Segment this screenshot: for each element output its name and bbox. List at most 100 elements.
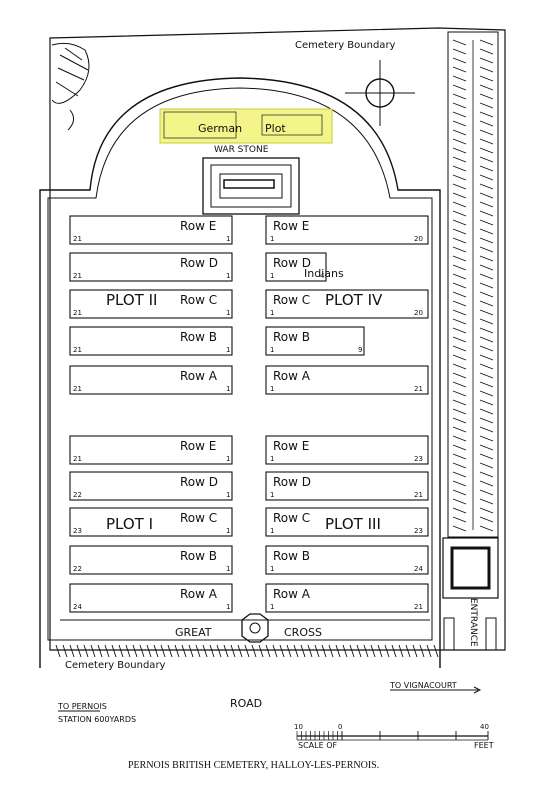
scale-of-label: SCALE OF: [298, 741, 337, 750]
arched-wall: [39, 77, 441, 668]
plot-iii-label: PLOT III: [325, 515, 381, 533]
compass-icon: [345, 60, 415, 126]
row-end-number: 1: [226, 603, 230, 611]
grave-row-outline: [265, 215, 429, 245]
row-start-number: 1: [270, 491, 274, 499]
row-start-number: 23: [73, 527, 82, 535]
grave-row-outline: [265, 252, 327, 282]
war-stone: [202, 157, 300, 215]
to-vignacourt-label: TO VIGNACOURT: [389, 681, 457, 690]
grave-row: Row E 21 1: [69, 435, 233, 465]
grave-row-outline: [265, 507, 429, 537]
row-start-number: 21: [73, 346, 82, 354]
scale-right-number: 40: [480, 723, 489, 731]
row-label: Row D: [180, 475, 218, 489]
grave-row-outline: [69, 545, 233, 575]
row-label: Row A: [273, 587, 311, 601]
row-label: Row B: [180, 549, 217, 563]
row-end-number: 21: [414, 491, 423, 499]
row-end-number: 1: [226, 272, 230, 280]
grave-row-outline: [69, 471, 233, 501]
war-stone-label: WAR STONE: [214, 145, 269, 155]
row-end-number: 21: [414, 385, 423, 393]
row-start-number: 1: [270, 527, 274, 535]
grave-row-outline: [265, 365, 429, 395]
plot-iv-label: PLOT IV: [325, 291, 383, 309]
row-end-number: 21: [414, 603, 423, 611]
row-label: Row C: [273, 293, 310, 307]
grave-row-outline: [69, 289, 233, 319]
to-pernois-label: TO PERNOIS: [57, 702, 107, 711]
row-start-number: 1: [270, 272, 274, 280]
scale-zero-number: 0: [338, 723, 342, 731]
row-label: Row C: [180, 511, 217, 525]
row-start-number: 21: [73, 309, 82, 317]
row-label: Row C: [180, 293, 217, 307]
german-plot-left: [163, 111, 237, 139]
row-label: Row E: [180, 219, 216, 233]
grave-row-outline: [69, 215, 233, 245]
row-label: Row B: [180, 330, 217, 344]
row-label: Row C: [273, 511, 310, 525]
grave-row-outline: [265, 583, 429, 613]
grave-row: Row E 1 23: [265, 435, 429, 465]
grave-row-outline: [265, 545, 429, 575]
row-start-number: 21: [73, 455, 82, 463]
station-label: STATION 600YARDS: [58, 715, 136, 724]
row-start-number: 21: [73, 385, 82, 393]
row-end-number: 1: [226, 455, 230, 463]
row-label: Row A: [180, 369, 218, 383]
grave-row: Row D 21 1: [69, 252, 233, 282]
row-start-number: 1: [270, 346, 274, 354]
grave-row-outline: [69, 435, 233, 465]
row-start-number: 21: [73, 272, 82, 280]
entrance-gatehouse: [442, 537, 499, 651]
grave-row-outline: [265, 289, 429, 319]
cemetery-boundary-top: Cemetery Boundary: [295, 40, 396, 51]
row-start-number: 1: [270, 235, 274, 243]
plot-ii-label: PLOT II: [106, 291, 157, 309]
hedge-trees: [51, 42, 90, 131]
great-label: GREAT: [175, 626, 212, 639]
row-end-number: 1: [226, 491, 230, 499]
grave-row-outline: [69, 252, 233, 282]
row-label: Row D: [273, 475, 311, 489]
grave-row-outline: [265, 435, 429, 465]
row-start-number: 1: [270, 309, 274, 317]
row-end-number: 1: [226, 346, 230, 354]
row-label: Row E: [273, 439, 309, 453]
row-end-number: 23: [414, 455, 423, 463]
row-end-number: 1: [226, 385, 230, 393]
grave-row-outline: [69, 507, 233, 537]
feet-label: FEET: [474, 741, 494, 750]
scale-bar: [296, 731, 489, 741]
grave-row-outline: [265, 326, 365, 356]
row-label: Row E: [180, 439, 216, 453]
row-label: Row D: [180, 256, 218, 270]
grave-row-outline: [69, 583, 233, 613]
grave-row: Row B 21 1: [69, 326, 233, 356]
row-start-number: 22: [73, 565, 82, 573]
row-end-number: 1: [226, 565, 230, 573]
grave-row: Row D 1 21: [265, 471, 429, 501]
row-label: Row B: [273, 549, 310, 563]
scale-left-number: 10: [294, 723, 303, 731]
row-start-number: 1: [270, 455, 274, 463]
grave-row: Row B 22 1: [69, 545, 233, 575]
row-end-number: 1: [226, 309, 230, 317]
right-hedge: [447, 31, 499, 538]
indians-label: Indians: [304, 267, 344, 280]
cross-label: CROSS: [284, 626, 322, 639]
grave-row: Row C 21 1: [69, 289, 233, 319]
map-caption: PERNOIS BRITISH CEMETERY, HALLOY-LES-PER…: [128, 760, 379, 771]
